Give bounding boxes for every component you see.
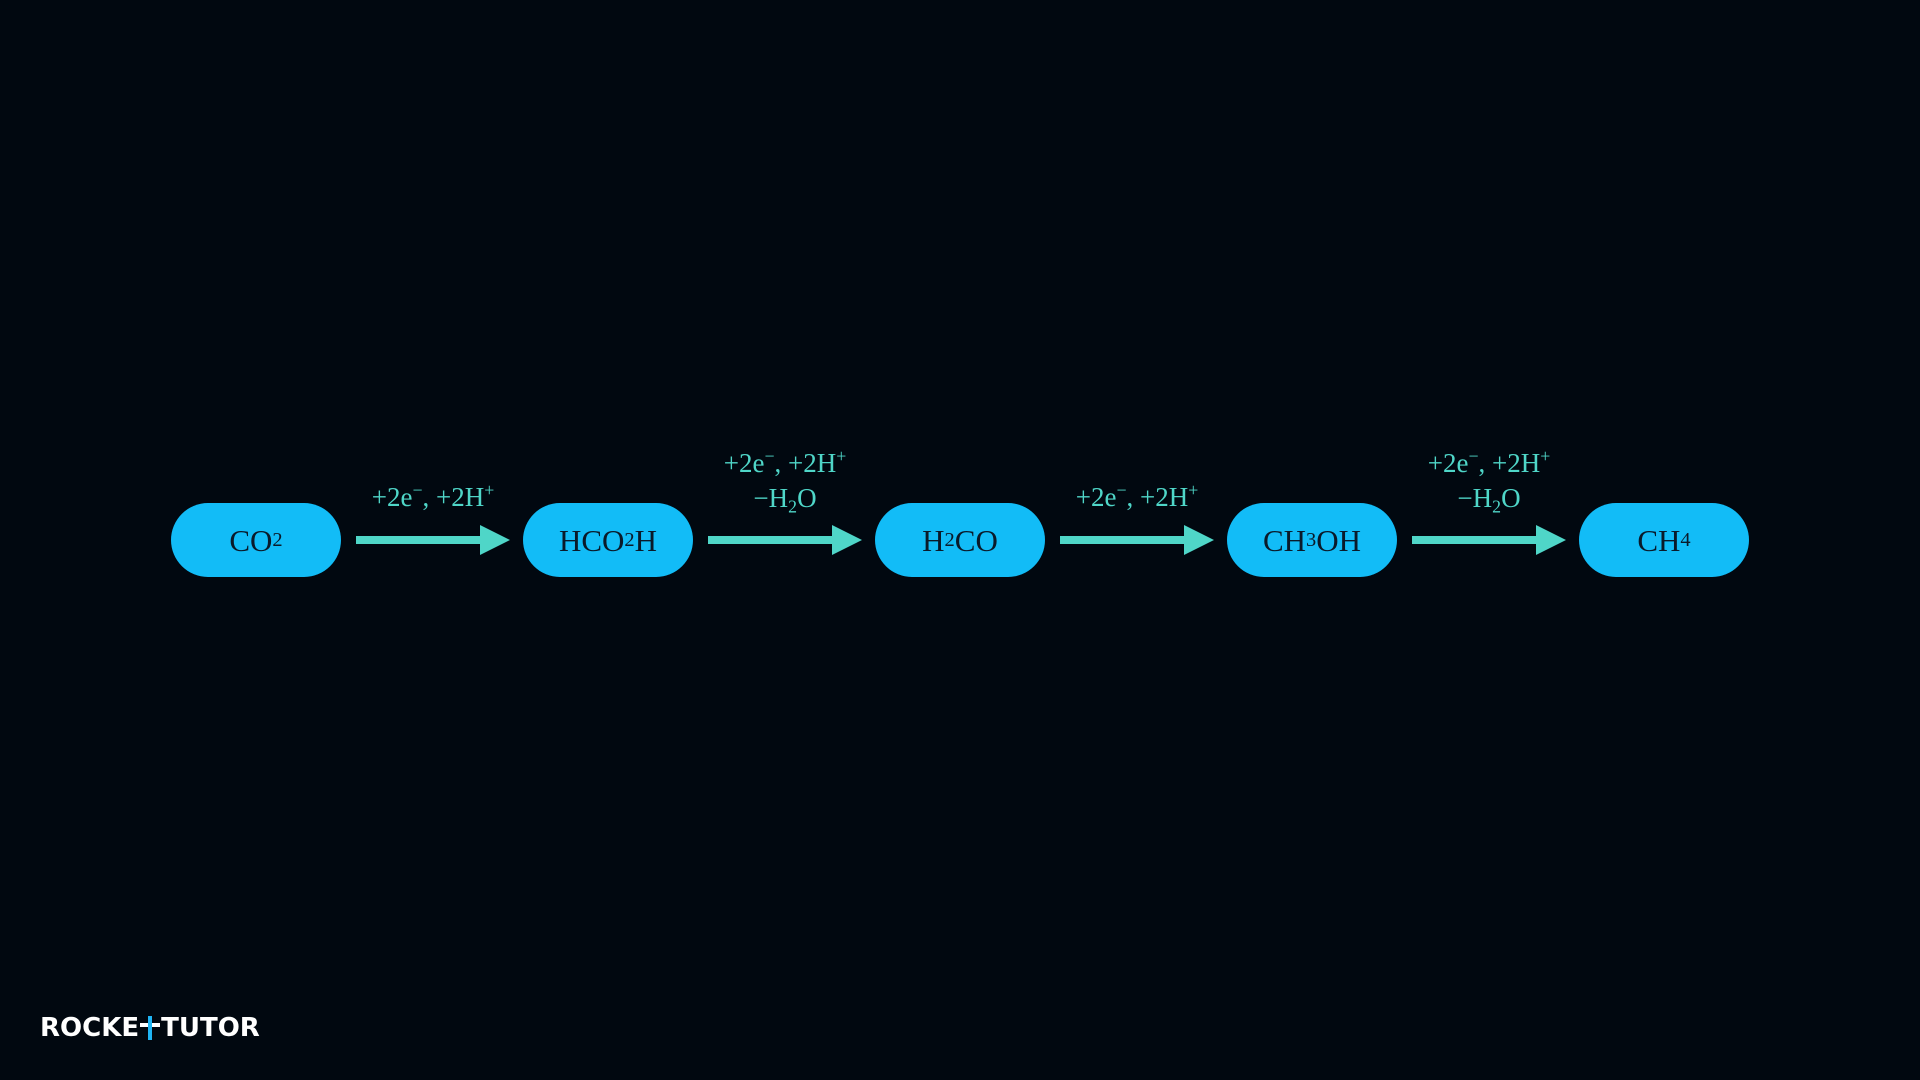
- node-co2-base: CO: [229, 522, 273, 558]
- step-4-water: −H: [1457, 483, 1493, 513]
- step-4-water-o: O: [1501, 483, 1521, 513]
- step-2-proton-charge: +: [836, 446, 847, 467]
- step-1-proton-charge: +: [484, 480, 495, 501]
- node-hco2h-base: HCO: [558, 522, 625, 558]
- step-4-line-2: −H2O: [1369, 481, 1609, 516]
- logo-plus-icon: [140, 1016, 161, 1040]
- step-2-water-o: O: [797, 483, 817, 513]
- logo-text-right: TUTOR: [161, 1013, 260, 1043]
- step-4-line-1: +2e−, +2H+: [1369, 446, 1609, 481]
- step-1-electrons: +2e: [371, 482, 413, 512]
- arrow-3: [1060, 525, 1214, 555]
- node-ch3oh-base: CH: [1262, 522, 1307, 558]
- step-3-label: +2e−, +2H+: [1017, 480, 1257, 515]
- step-3-electrons: +2e: [1075, 482, 1117, 512]
- step-3-proton-charge: +: [1188, 480, 1199, 501]
- node-hco2h-tail: H: [634, 522, 658, 558]
- logo-text-left: ROCKE: [40, 1013, 140, 1043]
- step-4-water-sub: 2: [1492, 496, 1502, 517]
- step-3-protons: , +2H: [1126, 482, 1189, 512]
- step-2-line-1: +2e−, +2H+: [665, 446, 905, 481]
- node-ch3oh-tail: OH: [1316, 522, 1362, 558]
- node-h2co-base: H: [922, 522, 945, 558]
- rocket-tutor-logo: ROCKE TUTOR: [40, 1011, 260, 1045]
- step-4-electron-charge: −: [1468, 446, 1479, 467]
- arrow-2: [708, 525, 862, 555]
- step-4-electrons: +2e: [1427, 448, 1469, 478]
- step-2-water-sub: 2: [788, 496, 798, 517]
- step-2-electrons: +2e: [723, 448, 765, 478]
- arrow-4: [1412, 525, 1566, 555]
- step-4-label: +2e−, +2H+ −H2O: [1369, 446, 1609, 516]
- node-h2co-tail: CO: [954, 522, 998, 558]
- step-1-label: +2e−, +2H+: [313, 480, 553, 515]
- arrow-1: [356, 525, 510, 555]
- step-4-protons: , +2H: [1478, 448, 1541, 478]
- step-2-electron-charge: −: [764, 446, 775, 467]
- step-2-line-2: −H2O: [665, 481, 905, 516]
- step-1-electron-charge: −: [412, 480, 423, 501]
- step-1-protons: , +2H: [422, 482, 485, 512]
- step-2-protons: , +2H: [774, 448, 837, 478]
- step-2-label: +2e−, +2H+ −H2O: [665, 446, 905, 516]
- step-3-electron-charge: −: [1116, 480, 1127, 501]
- step-2-water: −H: [753, 483, 789, 513]
- node-ch4-base: CH: [1637, 522, 1681, 558]
- step-4-proton-charge: +: [1540, 446, 1551, 467]
- step-3-line-1: +2e−, +2H+: [1017, 480, 1257, 515]
- step-1-line-1: +2e−, +2H+: [313, 480, 553, 515]
